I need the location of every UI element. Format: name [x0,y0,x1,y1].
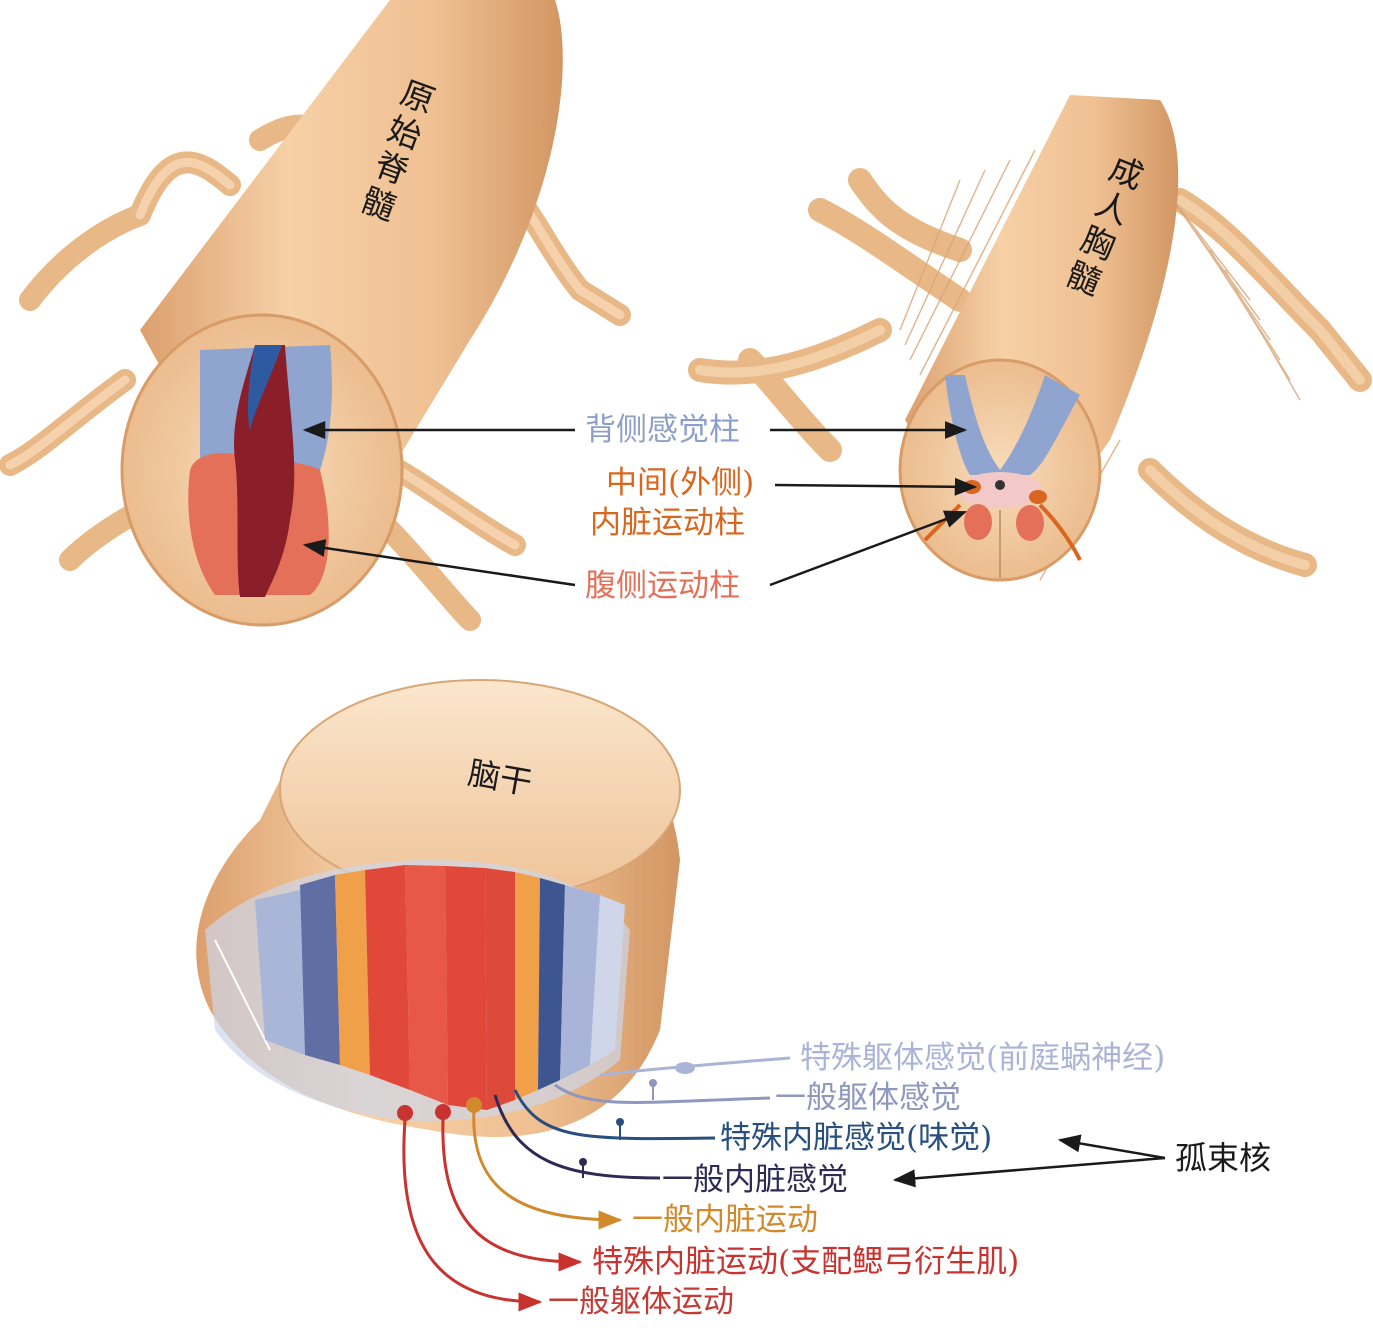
adult-thoracic-cord [688,95,1372,582]
brainstem [196,679,681,1137]
general-visceral-motor-label: 一般内脏运动 [632,1202,818,1238]
general-somatic-motor-label: 一般躯体运动 [548,1284,734,1320]
special-somatic-sensory-label: 特殊躯体感觉(前庭蜗神经) [800,1040,1166,1076]
primitive-spinal-cord [0,0,631,631]
pointer-lines [302,421,1166,1312]
intermediate-column-label-line1: 中间(外侧) [606,465,755,501]
ventral-motor-column-label: 腹侧运动柱 [585,568,740,604]
solitary-nucleus-label: 孤束核 [1175,1139,1272,1177]
intermediate-column-label-line2: 内脏运动柱 [590,505,745,541]
special-visceral-motor-label: 特殊内脏运动(支配鳃弓衍生肌) [592,1244,1020,1280]
dorsal-sensory-column-label: 背侧感觉柱 [585,412,740,448]
special-visceral-sensory-label: 特殊内脏感觉(味觉) [720,1120,993,1156]
general-somatic-sensory-label: 一般躯体感觉 [775,1080,961,1116]
general-visceral-sensory-label: 一般内脏感觉 [662,1162,848,1198]
